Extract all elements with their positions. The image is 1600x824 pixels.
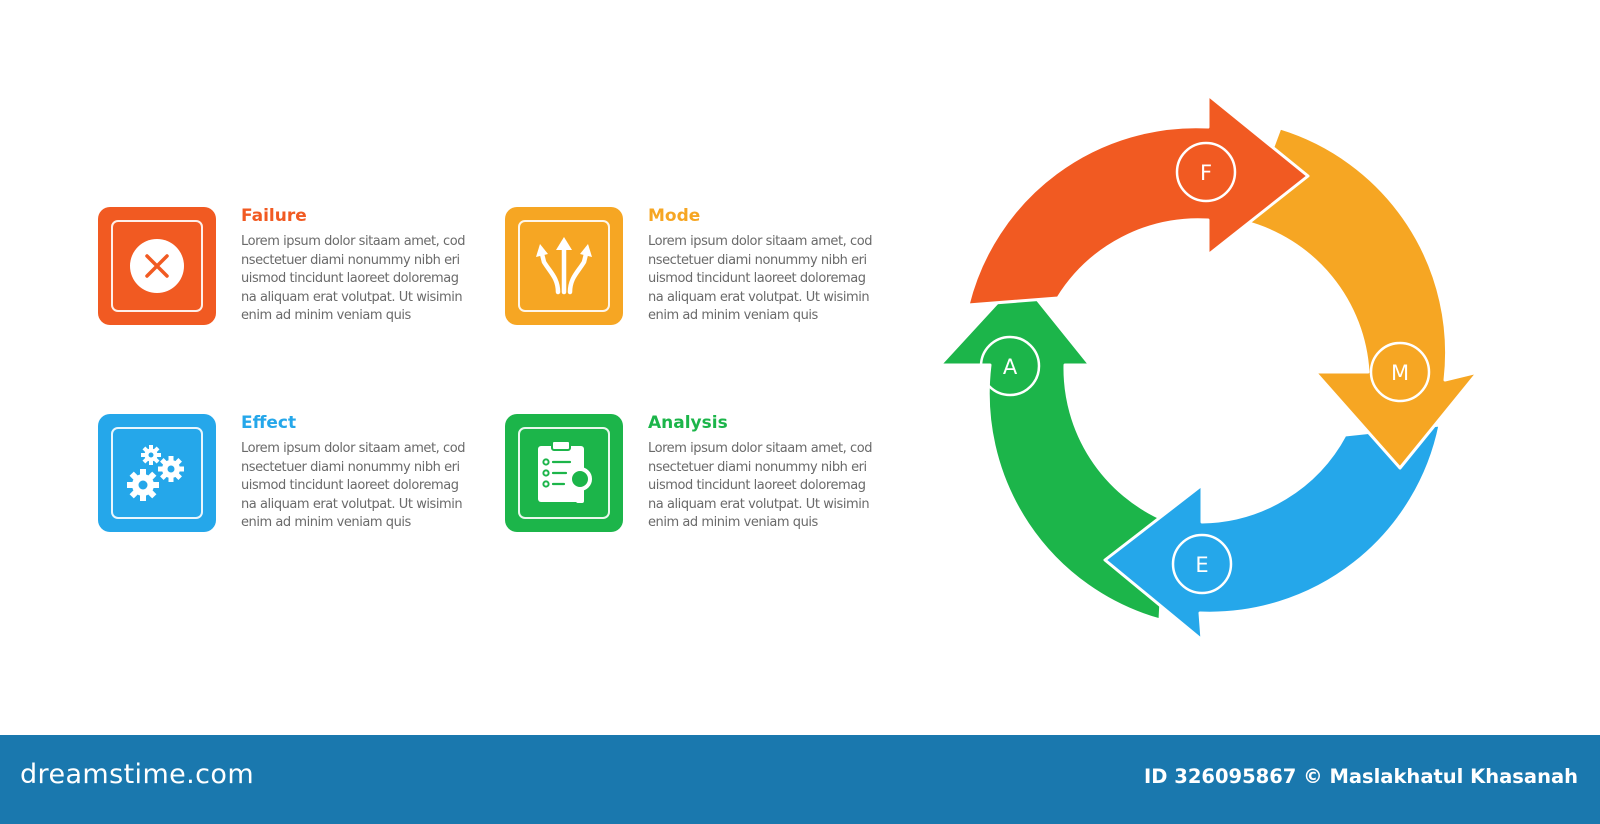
footer-credit: ID 326095867 © Maslakhatul Khasanah xyxy=(1144,765,1578,788)
analysis-icon-box xyxy=(505,414,623,532)
badge-letter: A xyxy=(1003,355,1018,379)
split-arrows-icon xyxy=(518,220,610,312)
card-failure: Failure Lorem ipsum dolor sitaam amet, c… xyxy=(98,206,498,347)
footer-bar: dreamstime.com ID 326095867 © Maslakhatu… xyxy=(0,735,1600,824)
card-title: Effect xyxy=(241,413,297,433)
badge-m xyxy=(1369,341,1431,403)
effect-icon-box xyxy=(98,414,216,532)
badge-e xyxy=(1171,533,1233,595)
cycle-segment-a xyxy=(940,276,1167,622)
mode-icon-box xyxy=(505,207,623,325)
cycle-segment-f xyxy=(966,93,1310,307)
footer-logo: dreamstime.com xyxy=(20,759,254,790)
gears-icon xyxy=(111,427,203,519)
badge-f xyxy=(1175,141,1237,203)
card-body: Lorem ipsum dolor sitaam amet, cod nsect… xyxy=(241,234,465,323)
card-title: Mode xyxy=(648,206,701,226)
badge-a xyxy=(979,335,1041,397)
card-body: Lorem ipsum dolor sitaam amet, cod nsect… xyxy=(648,234,872,323)
card-analysis: Analysis Lorem ipsum dolor sitaam amet, … xyxy=(505,413,905,554)
badge-letter: M xyxy=(1391,361,1409,385)
badge-letter: F xyxy=(1200,161,1212,185)
card-body: Lorem ipsum dolor sitaam amet, cod nsect… xyxy=(648,441,872,530)
close-circle-icon xyxy=(111,220,203,312)
card-title: Failure xyxy=(241,206,307,226)
failure-icon-box xyxy=(98,207,216,325)
card-mode: Mode Lorem ipsum dolor sitaam amet, cod … xyxy=(505,206,905,347)
clipboard-search-icon xyxy=(518,427,610,519)
footer-logo-text: dreamstime.com xyxy=(20,759,255,790)
card-title: Analysis xyxy=(648,413,728,433)
fmea-cycle-diagram: F M E A xyxy=(940,90,1510,660)
card-body: Lorem ipsum dolor sitaam amet, cod nsect… xyxy=(241,441,465,530)
cycle-segment-m xyxy=(1243,126,1480,470)
cycle-segment-e xyxy=(1103,423,1442,642)
infographic-canvas: Failure Lorem ipsum dolor sitaam amet, c… xyxy=(98,90,1510,660)
card-effect: Effect Lorem ipsum dolor sitaam amet, co… xyxy=(98,413,498,554)
badge-letter: E xyxy=(1195,553,1208,577)
